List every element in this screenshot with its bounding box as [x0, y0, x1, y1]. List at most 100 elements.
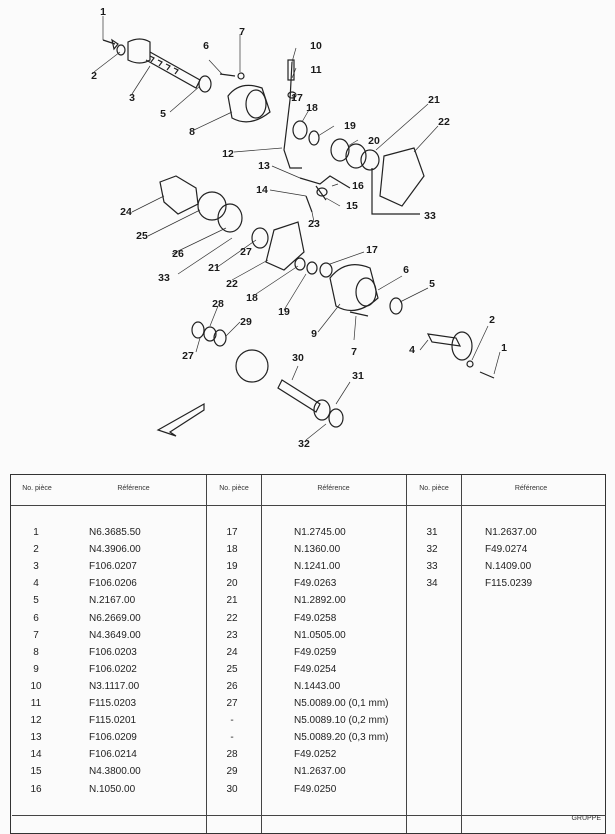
seal-5-icon	[198, 75, 212, 93]
table-cell-reference: N.1050.00	[89, 783, 136, 795]
table-cell-reference: F106.0202	[89, 663, 137, 675]
callout-12: 12	[222, 148, 234, 160]
gear-24-icon	[159, 175, 199, 215]
table-cell-number: 24	[226, 646, 238, 658]
cable-end-10-icon	[287, 59, 295, 81]
table-cell-reference: N5.0089.20 (0,3 mm)	[294, 732, 389, 744]
callout-21: 21	[428, 94, 440, 106]
callout-18b: 18	[246, 292, 258, 304]
lever-13-icon	[299, 175, 351, 189]
table-cell-number: 27	[226, 698, 238, 709]
callout-8: 8	[189, 126, 195, 138]
callout-1: 1	[100, 6, 106, 18]
callout-5b: 5	[429, 278, 435, 290]
callout-28: 28	[212, 298, 224, 310]
table-cell-number: 7	[33, 629, 39, 641]
bolt-1b-icon	[479, 371, 495, 379]
leader-33	[371, 168, 420, 215]
table-cell-reference: F49.0259	[294, 646, 337, 658]
callout-23: 23	[308, 218, 320, 230]
gasket-22b-icon	[265, 221, 305, 271]
leader-lines	[93, 16, 501, 441]
footer-text: GRUPPE	[571, 815, 601, 822]
housing-9-icon	[329, 264, 379, 312]
table-cell-number: 22	[226, 612, 238, 624]
table-cell-number: 29	[226, 766, 238, 778]
footer-divider	[12, 815, 606, 816]
table-cell-reference: N4.3649.00	[89, 629, 141, 641]
callout-6: 6	[203, 40, 209, 52]
table-cell-reference: N1.2745.00	[294, 527, 346, 538]
table-cell-reference: N.1360.00	[294, 544, 341, 556]
ring-18-icon	[292, 120, 308, 140]
callout-21b: 21	[208, 262, 220, 274]
callout-15: 15	[346, 200, 358, 212]
gear-30b-icon	[235, 349, 269, 383]
clip-19b-icon	[306, 261, 318, 275]
callout-30: 30	[292, 352, 304, 364]
table-cell-number: -	[230, 732, 234, 744]
callout-13: 13	[258, 160, 270, 172]
table-cell-number: 9	[33, 663, 39, 675]
table-cell-reference: N.1241.00	[294, 561, 341, 573]
table-cell-reference: N6.2669.00	[89, 612, 141, 624]
gasket-22-icon	[379, 147, 425, 207]
parts-table: No. pièce Référence No. pièce Référence …	[10, 474, 606, 834]
table-cell-number: 31	[426, 527, 438, 538]
table-cell-number: -	[230, 715, 234, 727]
table-cell-reference: F106.0206	[89, 578, 137, 590]
callout-20: 20	[368, 135, 380, 147]
washer-7-icon	[237, 72, 245, 80]
table-cell-reference: N.1443.00	[294, 680, 341, 692]
header-reference-1: Référence	[117, 485, 150, 492]
ring-17b-icon	[319, 262, 333, 278]
ring-18b-icon	[294, 257, 306, 271]
shaft-4-icon	[426, 333, 462, 347]
callout-27b: 27	[182, 350, 194, 362]
washer-2-icon	[116, 44, 126, 56]
callout-32: 32	[298, 438, 310, 450]
callout-19b: 19	[278, 306, 290, 318]
table-cell-number: 28	[226, 749, 238, 761]
table-cell-number: 2	[33, 544, 39, 556]
table-cell-number: 13	[30, 732, 42, 744]
table-cell-reference: N.2167.00	[89, 595, 136, 607]
ring-25-icon	[197, 191, 227, 221]
bearing-29-icon	[213, 329, 227, 347]
table-cell-reference: F115.0239	[485, 578, 533, 590]
shim-27-icon	[191, 321, 205, 339]
table-cell-number: 32	[426, 544, 438, 556]
callout-7: 7	[239, 26, 245, 38]
callout-27: 27	[240, 246, 252, 258]
table-cell-reference: F49.0250	[294, 783, 337, 795]
callout-29: 29	[240, 316, 252, 328]
table-cell-reference: N.1409.00	[485, 561, 532, 573]
spacer-21-icon	[360, 149, 380, 171]
table-cell-reference: N4.3800.00	[89, 766, 141, 778]
table-cell-number: 8	[33, 646, 39, 658]
table-cell-reference: F49.0254	[294, 663, 337, 675]
cable-12-icon	[283, 61, 302, 169]
table-cell-number: 6	[33, 612, 39, 624]
table-cell-reference: F49.0274	[485, 544, 528, 556]
housing-9-bore	[355, 277, 377, 307]
table-cell-number: 12	[30, 715, 42, 727]
callout-26: 26	[172, 248, 184, 260]
spacer-21b-icon	[251, 227, 269, 249]
callout-11: 11	[310, 64, 322, 76]
table-cell-reference: N5.0089.10 (0,2 mm)	[294, 715, 389, 727]
table-cell-reference: F106.0203	[89, 646, 137, 658]
callout-9: 9	[311, 328, 317, 340]
table-cell-reference: N3.1117.00	[89, 680, 140, 692]
table-cell-number: 23	[226, 629, 238, 641]
shaft-splines	[149, 55, 179, 75]
ring-17-icon	[287, 91, 297, 99]
bolt-6-icon	[219, 73, 236, 77]
table-cell-reference: F49.0252	[294, 749, 337, 761]
table-cell-reference: F49.0258	[294, 612, 337, 624]
table-cell-number: 20	[226, 578, 238, 590]
table-cell-reference: F49.0263	[294, 578, 337, 590]
callout-2b: 2	[489, 314, 495, 326]
callout-5: 5	[160, 108, 166, 120]
callout-7b: 7	[351, 346, 357, 358]
